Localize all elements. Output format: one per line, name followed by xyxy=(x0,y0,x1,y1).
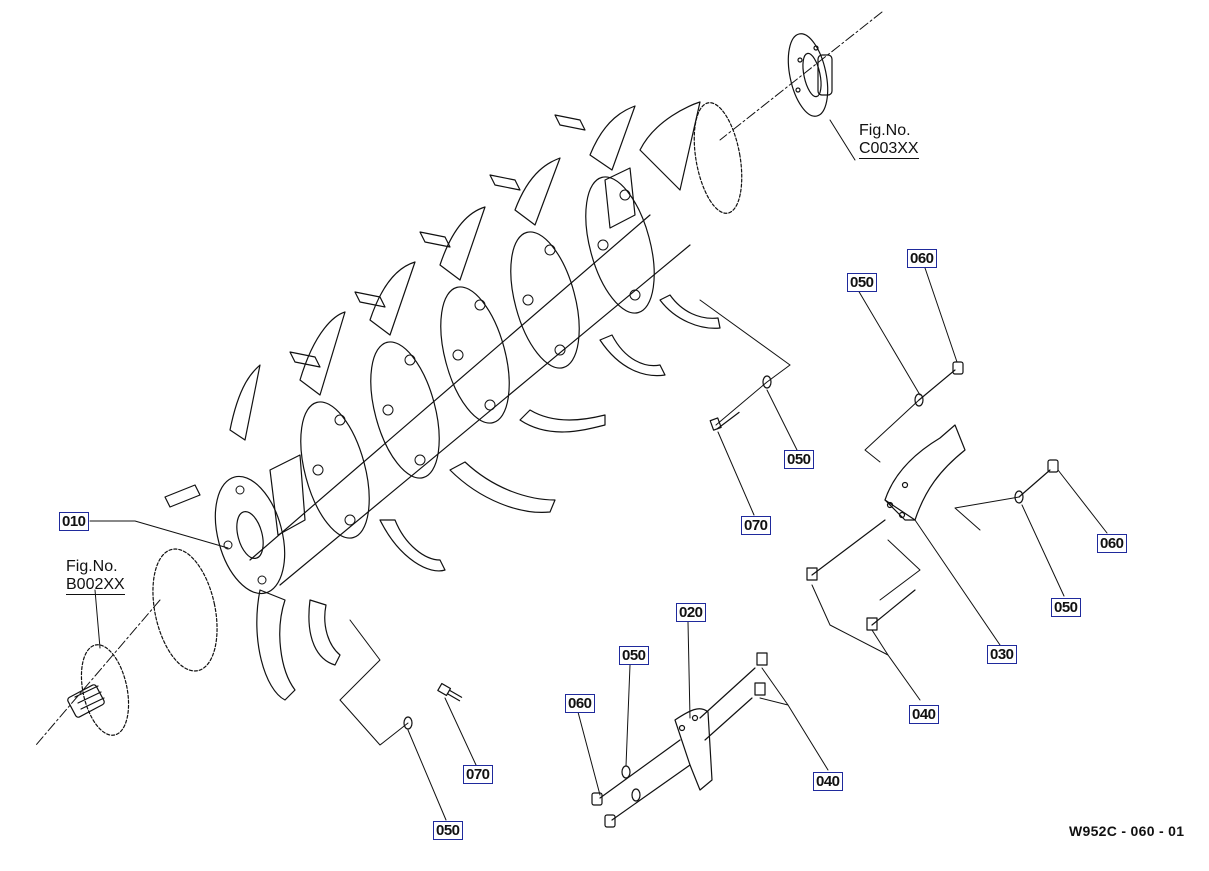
callout-050-bottom-center: 050 xyxy=(619,646,649,665)
top-flange xyxy=(787,33,833,117)
leader-lines xyxy=(89,119,1108,821)
nuts-and-washers xyxy=(403,361,1059,828)
callout-050-bottom-left: 050 xyxy=(433,821,463,840)
figure-ref-left-label: Fig.No. xyxy=(66,558,118,575)
tine-blade-020 xyxy=(674,708,713,791)
callout-010: 010 xyxy=(59,512,89,531)
callout-040-right: 040 xyxy=(909,705,939,724)
callout-070-bottom: 070 xyxy=(463,765,493,784)
callout-060-bottom: 060 xyxy=(565,694,595,713)
callout-030: 030 xyxy=(987,645,1017,664)
rotor-axis-line xyxy=(35,11,883,746)
figure-ref-left-code: B002XX xyxy=(66,576,125,595)
callout-020: 020 xyxy=(676,603,706,622)
bolts xyxy=(437,411,916,741)
callout-050-upper-right: 050 xyxy=(847,273,877,292)
callout-060-right: 060 xyxy=(1097,534,1127,553)
figure-ref-top: Fig.No. C003XX xyxy=(859,122,919,159)
callout-050-mid: 050 xyxy=(784,450,814,469)
callout-060-top: 060 xyxy=(907,249,937,268)
figure-ref-top-code: C003XX xyxy=(859,140,919,159)
sheet-id: W952C - 060 - 01 xyxy=(1069,823,1185,839)
tine-rotor-assembly xyxy=(164,101,721,701)
callout-050-right: 050 xyxy=(1051,598,1081,617)
top-flange-dashed xyxy=(693,102,743,214)
callout-040-bottom: 040 xyxy=(813,772,843,791)
figure-ref-top-label: Fig.No. xyxy=(859,122,911,139)
callout-070-mid: 070 xyxy=(741,516,771,535)
left-flange xyxy=(67,548,218,736)
figure-ref-left: Fig.No. B002XX xyxy=(66,558,125,595)
tine-blade-030 xyxy=(884,424,966,521)
